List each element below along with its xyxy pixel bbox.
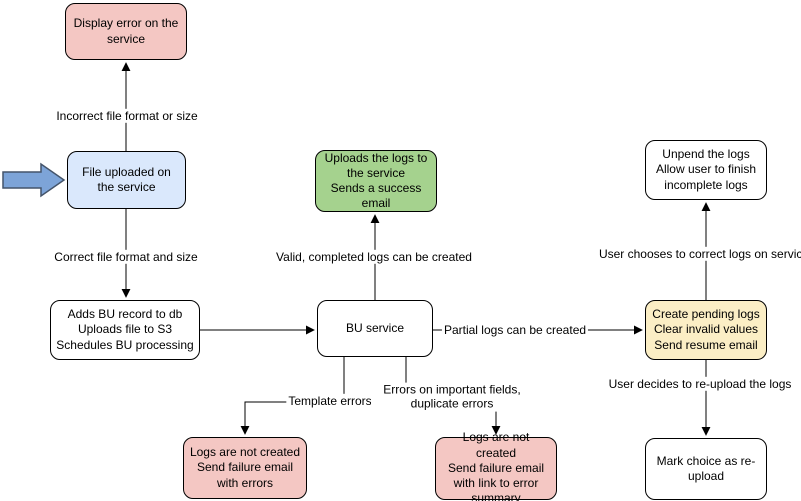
edge-label-correct-on-service: User chooses to correct logs on service — [596, 246, 801, 262]
node-bu-service-text: BU service — [345, 320, 404, 335]
edge-label-reupload-logs: User decides to re-upload the logs — [606, 376, 794, 392]
node-create-pending-logs-line3: Send resume email — [654, 337, 758, 352]
node-mark-choice-reupload-text: Mark choice as re-upload — [656, 453, 756, 483]
node-display-error: Display error on the service — [65, 3, 187, 60]
edge-label-template-errors: Template errors — [286, 393, 374, 409]
node-unpend-logs-line2: Allow user to finish incomplete logs — [655, 162, 757, 192]
node-create-pending-logs: Create pending logs Clear invalid values… — [645, 300, 767, 360]
node-mark-choice-reupload: Mark choice as re-upload — [645, 438, 767, 500]
node-create-pending-logs-line1: Create pending logs — [652, 307, 760, 322]
node-logs-not-created-errors-line1: Logs are not created — [189, 445, 301, 460]
edge-label-partial-logs: Partial logs can be created — [441, 322, 589, 338]
node-uploads-logs-line2: Sends a success email — [330, 181, 422, 211]
node-adds-bu-record-line1: Adds BU record to db — [67, 307, 183, 322]
node-adds-bu-record: Adds BU record to db Uploads file to S3 … — [50, 300, 200, 360]
node-logs-not-created-errors: Logs are not created Send failure email … — [183, 437, 307, 499]
node-create-pending-logs-line2: Clear invalid values — [653, 322, 759, 337]
node-bu-service: BU service — [317, 300, 433, 357]
edge-label-correct-file: Correct file format and size — [52, 249, 200, 265]
edge-label-important-field-errors: Errors on important fields, duplicate er… — [371, 382, 533, 412]
edge-label-incorrect-file: Incorrect file format or size — [54, 108, 200, 124]
node-unpend-logs: Unpend the logs Allow user to finish inc… — [645, 140, 767, 200]
node-unpend-logs-line1: Unpend the logs — [662, 147, 750, 162]
node-adds-bu-record-line2: Uploads file to S3 — [77, 322, 173, 337]
node-logs-not-created-summary-line1: Logs are not created — [462, 430, 530, 460]
node-logs-not-created-summary-line2: Send failure email with link to error su… — [447, 460, 545, 501]
node-display-error-text: Display error on the service — [73, 16, 179, 46]
entry-arrow-icon — [2, 162, 66, 198]
node-file-uploaded: File uploaded on the service — [67, 151, 186, 209]
node-uploads-logs: Uploads the logs to the service Sends a … — [315, 150, 437, 212]
edge-label-valid-logs: Valid, completed logs can be created — [274, 249, 474, 265]
node-adds-bu-record-line3: Schedules BU processing — [56, 337, 194, 352]
node-uploads-logs-line1: Uploads the logs to the service — [324, 150, 428, 180]
node-file-uploaded-text: File uploaded on the service — [82, 164, 171, 194]
node-logs-not-created-errors-line2: Send failure email with errors — [196, 460, 294, 490]
node-logs-not-created-summary: Logs are not created Send failure email … — [435, 430, 557, 501]
